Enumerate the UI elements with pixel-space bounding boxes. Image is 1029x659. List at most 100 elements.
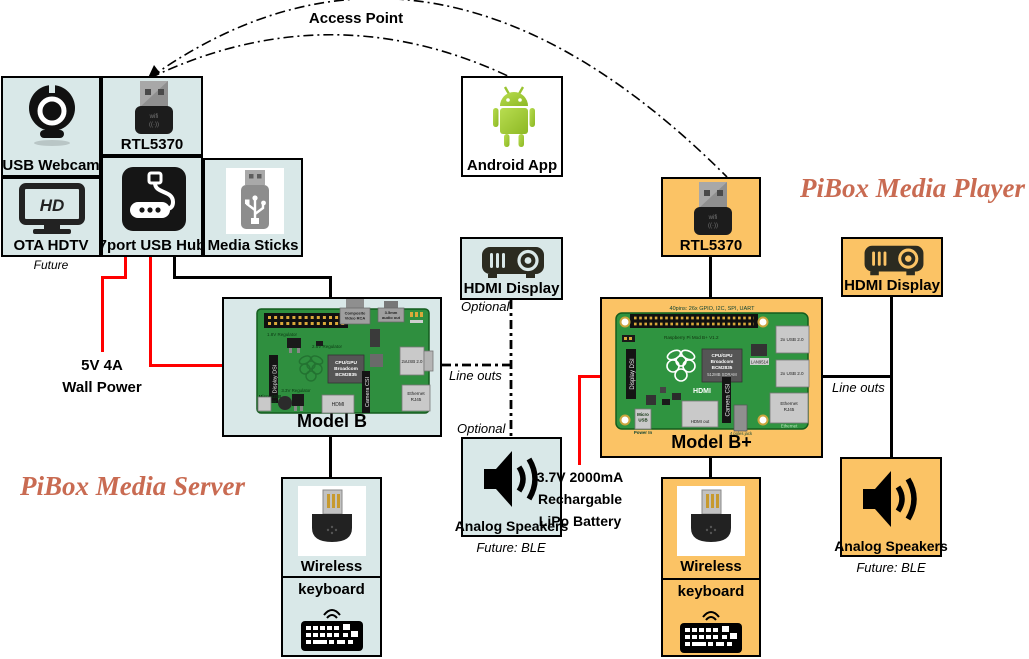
battery-text: Rechargable [537,491,623,507]
hdtv-icon: HD [19,183,85,234]
svg-text:2xUSB 2.0: 2xUSB 2.0 [402,359,424,364]
ota-hdtv-label: OTA HDTV [13,237,89,254]
wallpower-to-hub-line [124,257,127,279]
speaker-icon [484,451,538,507]
speaker-icon [863,471,917,527]
analog-speakers-server-box: Analog Speakers [455,437,568,537]
projector-icon [864,245,924,276]
hd-icon-text: HD [40,196,65,215]
speakers-optional-note: Optional [457,421,506,436]
speakers-ble-note-server: Future: BLE [476,540,546,555]
keyboard-box-divider [283,576,380,578]
wallpower-to-hub-line [101,276,127,279]
svg-text:HDMI: HDMI [693,388,711,395]
lineouts-right-line [823,375,893,378]
svg-text:2.8V Regulator: 2.8V Regulator [312,344,343,349]
svg-text:Broadcom: Broadcom [334,366,358,372]
wireless-keyboard-player-box: Wireless keyboard [661,477,761,657]
svg-text:Micro: Micro [637,412,649,417]
analog-speakers-player-box: Analog Speakers [834,457,948,557]
battery-text: LiPo Battery [538,513,622,529]
analog-speakers-server-label: Analog Speakers [454,518,569,534]
raspberry-logo [666,349,696,382]
keyboard-icon [301,609,363,651]
svg-text:wifi: wifi [149,114,159,120]
usb-webcam-label: USB Webcam [2,157,100,174]
wall-power-text: Wall Power [62,379,142,396]
hdmi-display-server-box: HDMI Display [460,237,563,300]
model-bplus-label: Model B+ [671,432,752,452]
svg-text:Micro-USB: Micro-USB [259,394,281,399]
wifi-dongle-icon: wifi ((·)) [694,182,732,235]
battery-to-modelbplus-line [578,375,581,465]
svg-text:Ethernet: Ethernet [780,401,798,406]
svg-text:wifi: wifi [708,215,718,221]
svg-text:Composite: Composite [345,311,366,316]
usb-stick-icon [226,168,284,234]
battery-text: 3.7V 2000mA [536,469,624,485]
svg-text:512MB SDRAM: 512MB SDRAM [707,372,737,377]
model-b-label: Model B [297,411,367,431]
wireless-label-player: Wireless [680,558,742,575]
svg-text:BCM2835: BCM2835 [712,365,733,370]
server-title: PiBox Media Server [20,471,245,501]
svg-text:((·)): ((·)) [708,223,718,229]
wireless-keyboard-server-box: Wireless keyboard [281,477,382,657]
keyboard-label-server: keyboard [298,581,365,598]
svg-text:Broadcom: Broadcom [711,359,734,364]
svg-text:3.5mm: 3.5mm [385,310,398,315]
svg-text:BCM2835: BCM2835 [335,372,357,378]
model-bplus-box: 40pins: 26x GPIO, I2C, SPI, UART Raspber… [600,297,823,458]
player-title: PiBox Media Player [800,173,1025,203]
svg-text:Display DSI: Display DSI [630,358,636,390]
keyboard-label-player: keyboard [677,583,745,600]
svg-text:1.8V Regulator: 1.8V Regulator [267,332,298,337]
usb-receiver-icon [677,486,745,556]
svg-text:2x USB 2.0: 2x USB 2.0 [780,337,804,342]
svg-text:40pins: 26x GPIO, I2C, SPI, UA: 40pins: 26x GPIO, I2C, SPI, UART [670,306,756,312]
svg-text:CPU/GPU: CPU/GPU [712,353,734,358]
hub-to-modelb-line [173,276,332,279]
wall-power-text: 5V 4A [81,357,123,374]
hdmi-display-player-box: HDMI Display [841,237,943,297]
rtl5370-player-box: wifi ((·)) RTL5370 [661,177,761,257]
raspberry-pi-model-bplus-board: 40pins: 26x GPIO, I2C, SPI, UART Raspber… [615,306,810,436]
hub-to-modelb-line [173,257,176,279]
svg-text:Ethernet: Ethernet [407,391,425,396]
raspberry-pi-model-b-board: Composite Video RCA 3.5mm audio out 1.8V… [256,299,434,414]
modelbplus-to-keyboard-line [709,458,712,477]
ota-hdtv-box: HD OTA HDTV [1,177,101,257]
svg-text:RJ45: RJ45 [411,397,422,402]
raspberry-logo-watermark [298,355,324,382]
model-b-box: Composite Video RCA 3.5mm audio out 1.8V… [222,297,442,437]
svg-text:Display DSI: Display DSI [273,364,279,393]
hdmi-display-server-label: HDMI Display [463,280,560,297]
android-icon [493,86,535,147]
access-point-label: Access Point [308,10,404,27]
rtl5370-server-box: wifi ((·)) RTL5370 [101,76,203,156]
usb-hub-box: 7port USB Hub [98,156,206,257]
wireless-label-server: Wireless [300,558,363,575]
hub-to-modelb-line [329,276,332,297]
hdmi-display-player-label: HDMI Display [844,277,940,294]
svg-text:HDMI out: HDMI out [691,419,710,424]
usb-hub-label: 7port USB Hub [98,237,206,254]
svg-text:RJ45: RJ45 [784,407,795,412]
hub-power-to-modelb-line [149,257,152,367]
rtl5370-server-label: RTL5370 [120,136,184,153]
svg-text:audio out: audio out [382,315,401,320]
svg-text:Video RCA: Video RCA [345,316,366,321]
svg-text:2x USB 2.0: 2x USB 2.0 [780,371,804,376]
wifi-dongle-icon: wifi ((·)) [135,81,173,134]
webcam-icon [29,82,75,146]
lineouts-right-label: Line outs [832,380,885,395]
rtl5370-player-label: RTL5370 [679,237,743,254]
wireless-arc-to-android [149,33,511,79]
svg-text:4 poles jack: 4 poles jack [730,431,753,436]
svg-text:3.3V Regulator: 3.3V Regulator [281,388,311,393]
svg-text:Camera CSI: Camera CSI [365,376,371,407]
wireless-arc-to-player [150,0,728,178]
android-app-box: Android App [461,76,563,177]
rtl-to-modelbplus-line [709,257,712,297]
